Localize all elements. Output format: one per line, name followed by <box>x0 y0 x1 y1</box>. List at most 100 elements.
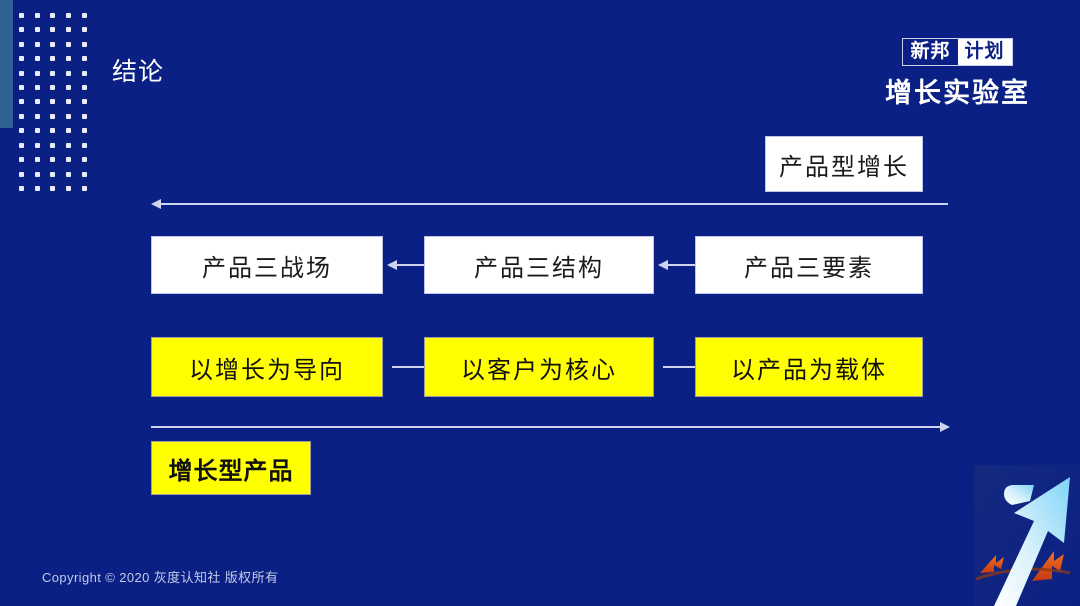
copyright-footer: Copyright © 2020 灰度认知社 版权所有 <box>42 570 279 585</box>
dot <box>34 56 40 62</box>
dot <box>34 70 40 76</box>
brand-name-secondary: 计划 <box>957 39 1012 65</box>
brand-logo-top: 新邦 计划 <box>902 38 1013 66</box>
dot <box>34 85 40 91</box>
dot <box>34 128 40 134</box>
dot <box>19 41 25 47</box>
dot <box>19 186 25 192</box>
yellow-box-3: 以产品为载体 <box>695 337 923 397</box>
brand-logo: 新邦 计划 增长实验室 <box>865 38 1050 110</box>
dot <box>50 56 56 62</box>
white-box-1-label: 产品三战场 <box>202 254 332 282</box>
dot <box>81 113 87 119</box>
dot <box>50 12 56 18</box>
headline-box-product-growth: 产品型增长 <box>765 136 923 192</box>
dot <box>50 113 56 119</box>
dot <box>81 12 87 18</box>
dot <box>19 12 25 18</box>
dot <box>81 41 87 47</box>
dot <box>66 142 72 148</box>
dot <box>50 186 56 192</box>
dot <box>50 70 56 76</box>
dot <box>81 157 87 163</box>
dot <box>50 27 56 33</box>
white-box-3-label: 产品三要素 <box>744 254 874 282</box>
dot <box>34 113 40 119</box>
dot <box>81 171 87 177</box>
bottom-flow-arrow-right <box>151 422 950 432</box>
yellow-box-1-label: 以增长为导向 <box>189 356 345 384</box>
dot <box>19 142 25 148</box>
dot <box>66 70 72 76</box>
dot <box>66 56 72 62</box>
dot <box>66 186 72 192</box>
dot <box>66 99 72 105</box>
big-growth-arrow-hook <box>1004 485 1034 505</box>
dot <box>34 142 40 148</box>
dot <box>19 113 25 119</box>
dot <box>66 27 72 33</box>
dot <box>81 186 87 192</box>
dot <box>34 171 40 177</box>
dot <box>34 27 40 33</box>
dot <box>50 142 56 148</box>
dot <box>19 27 25 33</box>
dot <box>50 99 56 105</box>
yellow-box-3-label: 以产品为载体 <box>731 356 887 384</box>
dot <box>66 157 72 163</box>
white-box-2: 产品三结构 <box>424 236 654 294</box>
dot <box>81 27 87 33</box>
white-connector-arrow-1 <box>387 260 442 270</box>
left-accent-bar <box>0 0 13 128</box>
small-orange-arrow-left <box>980 555 1004 573</box>
white-box-3: 产品三要素 <box>695 236 923 294</box>
top-flow-arrow-left <box>151 199 948 209</box>
white-box-2-label: 产品三结构 <box>474 254 604 282</box>
dot <box>81 70 87 76</box>
headline-box-label: 产品型增长 <box>779 153 909 181</box>
growth-arrow-decoration <box>974 451 1080 606</box>
dot <box>19 157 25 163</box>
yellow-box-2: 以客户为核心 <box>424 337 654 397</box>
brand-name-primary: 新邦 <box>910 41 951 62</box>
growth-arrow-icon <box>974 465 1080 606</box>
dot <box>34 12 40 18</box>
dot <box>19 85 25 91</box>
dot <box>81 85 87 91</box>
dot <box>50 85 56 91</box>
yellow-box-1: 以增长为导向 <box>151 337 383 397</box>
white-connector-arrow-2 <box>658 260 713 270</box>
dot <box>66 171 72 177</box>
big-growth-arrow <box>994 477 1070 606</box>
dot <box>81 99 87 105</box>
dot <box>66 128 72 134</box>
page-title: 结论 <box>112 58 165 86</box>
dot <box>34 41 40 47</box>
dot <box>66 12 72 18</box>
dot <box>50 41 56 47</box>
dot <box>81 56 87 62</box>
white-box-1: 产品三战场 <box>151 236 383 294</box>
dot <box>19 70 25 76</box>
summary-box-label: 增长型产品 <box>168 457 294 485</box>
dot <box>34 99 40 105</box>
dot <box>19 128 25 134</box>
small-orange-arrow-right <box>1032 551 1064 581</box>
summary-box-growth-product: 增长型产品 <box>151 441 311 495</box>
dot <box>66 85 72 91</box>
dot <box>50 171 56 177</box>
dot <box>19 99 25 105</box>
dot <box>81 142 87 148</box>
brand-tagline: 增长实验室 <box>885 78 1030 108</box>
dot <box>66 113 72 119</box>
dot <box>50 128 56 134</box>
dot <box>50 157 56 163</box>
dot <box>34 157 40 163</box>
dot <box>81 128 87 134</box>
dot-grid-decoration <box>14 8 92 196</box>
dot <box>19 56 25 62</box>
dot <box>19 171 25 177</box>
dot <box>66 41 72 47</box>
yellow-box-2-label: 以客户为核心 <box>461 356 617 384</box>
